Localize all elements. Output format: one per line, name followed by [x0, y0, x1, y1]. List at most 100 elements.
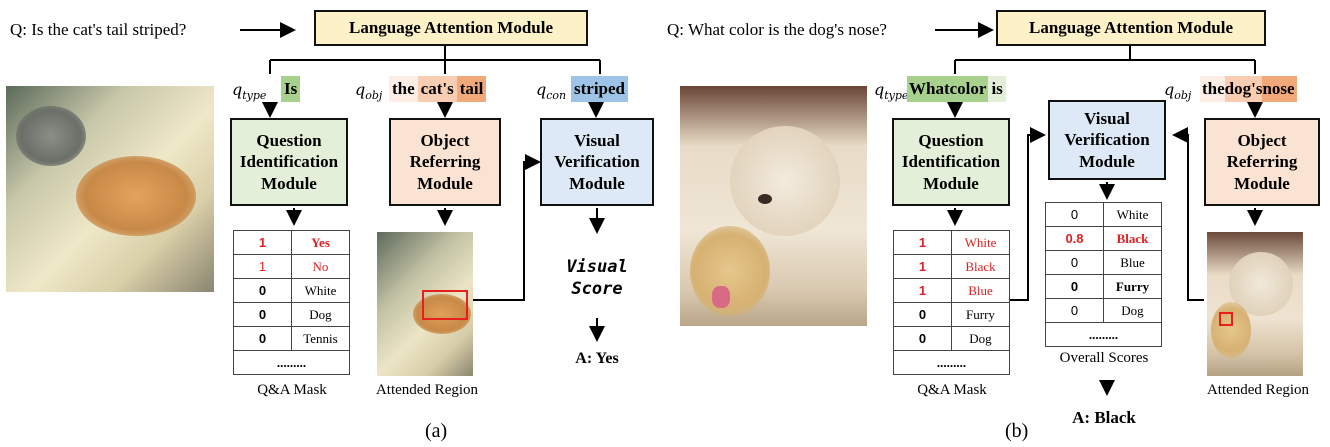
answer-a: A: Yes — [575, 350, 619, 367]
qcon-tokens-a: striped — [571, 76, 628, 102]
answer-b: A: Black — [1072, 408, 1136, 427]
mask-label: Blue — [951, 278, 1010, 303]
table-row: ......... — [233, 350, 350, 375]
visual-score-a: Visual Score — [565, 256, 629, 300]
token-color: color — [949, 76, 989, 102]
mask-label: No — [291, 254, 350, 279]
score-label: White — [1103, 202, 1162, 227]
table-row: ......... — [1045, 322, 1162, 347]
token-dogs: dog's — [1224, 76, 1263, 102]
mask-label: Yes — [291, 230, 350, 255]
mask-ellipsis: ......... — [893, 350, 1010, 375]
score-value: 0.8 — [1045, 226, 1104, 251]
attention-box — [1219, 312, 1233, 326]
mask-score: 1 — [233, 254, 292, 279]
qtype-label-a: qtype — [232, 80, 267, 103]
question-identification-module-a: Question Identification Module — [230, 118, 348, 206]
mask-score: 1 — [893, 254, 952, 279]
object-referring-module-a: Object Referring Module — [389, 118, 501, 206]
panel-label-b: (b) — [1005, 420, 1029, 442]
visual-score-word-2: Score — [571, 279, 623, 299]
visual-score-word-1: Visual — [566, 257, 628, 277]
table-row: ......... — [893, 350, 1010, 375]
mask-score: 0 — [893, 326, 952, 351]
teddy-dog-photo-b — [680, 86, 867, 326]
score-ellipsis: ......... — [1045, 322, 1162, 347]
token-cats: cat's — [417, 76, 457, 102]
cat-photo-a — [6, 86, 214, 292]
mask-label: White — [291, 278, 350, 303]
qtype-label-b: qtype — [874, 80, 909, 103]
region-caption-a: Attended Region — [375, 382, 479, 398]
token-nose: nose — [1262, 76, 1297, 102]
token-the-b: the — [1200, 76, 1225, 102]
language-attention-module-b: Language Attention Module — [996, 10, 1266, 46]
question-text-a: Q: Is the cat's tail striped? — [10, 20, 187, 39]
mask-score: 1 — [893, 278, 952, 303]
mask-label: Dog — [291, 302, 350, 327]
mask-ellipsis: ......... — [233, 350, 350, 375]
score-value: 0 — [1045, 298, 1104, 323]
score-label: Dog — [1103, 298, 1162, 323]
mask-score: 0 — [233, 302, 292, 327]
mask-score: 0 — [233, 326, 292, 351]
mask-caption-b: Q&A Mask — [917, 382, 987, 398]
mask-label: Black — [951, 254, 1010, 279]
score-value: 0 — [1045, 202, 1104, 227]
scores-caption-b: Overall Scores — [1059, 350, 1149, 366]
mask-score: 0 — [893, 302, 952, 327]
mask-score: 1 — [893, 230, 952, 255]
token-tail: tail — [456, 76, 487, 102]
mask-label: Dog — [951, 326, 1010, 351]
token-striped: striped — [571, 76, 628, 102]
language-attention-module-a: Language Attention Module — [314, 10, 588, 46]
mask-label: Tennis — [291, 326, 350, 351]
attended-region-image-a — [377, 232, 473, 376]
qobj-label-a: qobj — [355, 80, 383, 103]
object-referring-module-b: Object Referring Module — [1204, 118, 1320, 206]
mask-label: Furry — [951, 302, 1010, 327]
qobj-tokens-b: thedog'snose — [1200, 76, 1297, 102]
qcon-label-a: qcon — [536, 80, 567, 103]
mask-score: 1 — [233, 230, 292, 255]
token-is-b: is — [988, 76, 1006, 102]
mask-label: White — [951, 230, 1010, 255]
visual-verification-module-a: Visual Verification Module — [540, 118, 654, 206]
mask-score: 0 — [233, 278, 292, 303]
question-identification-module-b: Question Identification Module — [892, 118, 1010, 206]
score-label: Blue — [1103, 250, 1162, 275]
score-value: 0 — [1045, 250, 1104, 275]
token-what: What — [907, 76, 950, 102]
panel-label-a: (a) — [425, 420, 448, 442]
mask-caption-a: Q&A Mask — [257, 382, 327, 398]
question-text-b: Q: What color is the dog's nose? — [667, 20, 887, 39]
attention-box — [422, 290, 468, 320]
attended-region-image-b — [1207, 232, 1303, 376]
score-label: Furry — [1103, 274, 1162, 299]
qtype-tokens-a: Is — [281, 76, 301, 102]
token-is: Is — [281, 76, 301, 102]
score-label: Black — [1103, 226, 1162, 251]
score-value: 0 — [1045, 274, 1104, 299]
visual-verification-module-b: Visual Verification Module — [1048, 100, 1166, 180]
qobj-label-b: qobj — [1164, 80, 1192, 103]
